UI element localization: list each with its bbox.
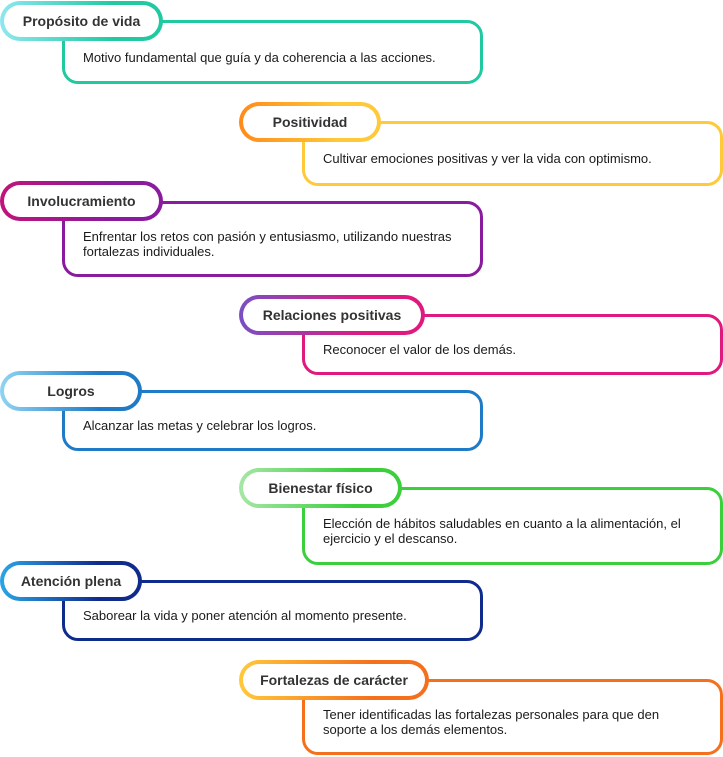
item-title: Propósito de vida <box>22 13 141 29</box>
item-title-pill: Propósito de vida <box>0 1 163 41</box>
item-title: Bienestar físico <box>268 480 373 496</box>
item-title: Fortalezas de carácter <box>260 672 408 688</box>
item-title-pill: Relaciones positivas <box>239 295 425 335</box>
item-7: Saborear la vida y poner atención al mom… <box>0 0 723 641</box>
item-description: Reconocer el valor de los demás. <box>323 342 516 357</box>
item-description: Enfrentar los retos con pasión y entusia… <box>83 229 452 259</box>
item-title-pill: Bienestar físico <box>239 468 402 508</box>
item-5: Alcanzar las metas y celebrar los logros… <box>0 0 723 451</box>
item-title: Positividad <box>272 114 348 130</box>
item-title: Logros <box>47 383 95 399</box>
item-title-pill: Positividad <box>239 102 381 142</box>
item-4: Reconocer el valor de los demás. Relacio… <box>0 0 723 375</box>
item-description-box: Saborear la vida y poner atención al mom… <box>62 580 483 641</box>
item-3: Enfrentar los retos con pasión y entusia… <box>0 0 723 277</box>
item-description: Alcanzar las metas y celebrar los logros… <box>83 418 317 433</box>
item-description: Cultivar emociones positivas y ver la vi… <box>323 151 652 166</box>
item-title-pill: Atención plena <box>0 561 142 601</box>
item-title: Atención plena <box>20 573 122 589</box>
item-description: Saborear la vida y poner atención al mom… <box>83 608 407 623</box>
item-1: Motivo fundamental que guía y da coheren… <box>0 0 723 100</box>
item-title: Relaciones positivas <box>262 307 402 323</box>
item-description: Tener identificadas las fortalezas perso… <box>323 707 660 737</box>
item-title-pill: Involucramiento <box>0 181 163 221</box>
item-title: Involucramiento <box>27 193 136 209</box>
item-6: Elección de hábitos saludables en cuanto… <box>0 0 723 565</box>
item-description: Motivo fundamental que guía y da coheren… <box>83 49 436 65</box>
item-title-pill: Logros <box>0 371 142 411</box>
item-2: Cultivar emociones positivas y ver la vi… <box>0 0 723 186</box>
item-description: Elección de hábitos saludables en cuanto… <box>323 516 681 546</box>
item-title-pill: Fortalezas de carácter <box>239 660 429 700</box>
item-description-box: Motivo fundamental que guía y da coheren… <box>62 20 483 84</box>
